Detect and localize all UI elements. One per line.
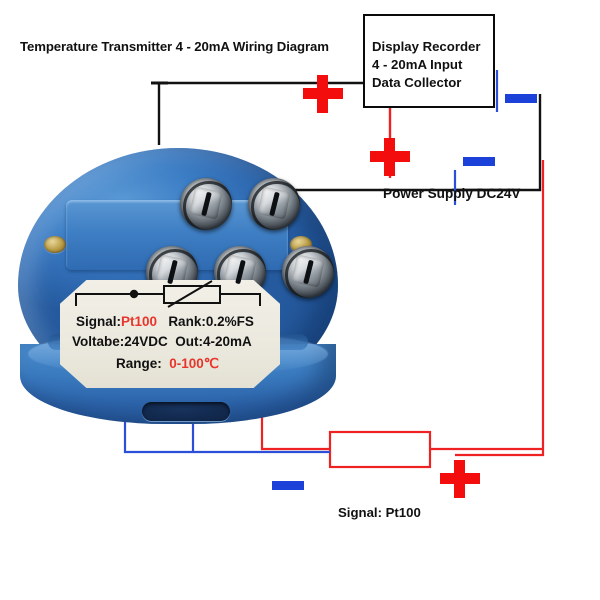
spec-signal-value: Pt100: [121, 314, 158, 329]
device-vent-slot: [142, 402, 230, 421]
spec-range-value: 0-100℃: [169, 356, 219, 371]
terminal-top-left[interactable]: [180, 178, 232, 230]
minus-sign-power-supply: [463, 157, 495, 166]
power-supply-label: Power Supply DC24V: [383, 186, 521, 201]
minus-sign-recorder: [505, 94, 537, 103]
terminal-block: [66, 178, 334, 298]
display-recorder-text: Display Recorder 4 - 20mA Input Data Col…: [372, 38, 502, 92]
spec-line-voltage: Voltabe:24VDC Out:4-20mA: [72, 334, 252, 349]
spec-out: Out:4-20mA: [175, 334, 252, 349]
recorder-line-2: 4 - 20mA Input: [372, 57, 463, 72]
display-recorder-box: [363, 14, 495, 108]
terminal-top-right[interactable]: [248, 178, 300, 230]
spec-range-key: Range:: [116, 356, 162, 371]
terminal-bottom-right[interactable]: [282, 246, 334, 298]
wire-red-supply-to-sensor: [455, 160, 545, 457]
page-title: Temperature Transmitter 4 - 20mA Wiring …: [20, 39, 329, 54]
recorder-line-1: Display Recorder: [372, 39, 481, 54]
pt100-sensor-symbol: [328, 430, 432, 469]
spec-voltage: Voltabe:24VDC: [72, 334, 168, 349]
spec-signal-key: Signal:: [76, 314, 122, 329]
device-spec-label: [60, 280, 280, 388]
minus-sign-signal: [272, 481, 304, 490]
spec-line-signal: Signal:Pt100 Rank:0.2%FS: [76, 314, 254, 329]
spec-rank: Rank:0.2%FS: [168, 314, 254, 329]
recorder-line-3: Data Collector: [372, 75, 462, 90]
housing-screw-left: [44, 236, 66, 253]
wire-black-recorder-minus: [452, 94, 542, 192]
signal-pt100-label: Signal: Pt100: [338, 505, 421, 520]
spec-line-range: Range: 0-100℃: [116, 356, 219, 372]
label-circuit-symbol: [75, 280, 261, 308]
